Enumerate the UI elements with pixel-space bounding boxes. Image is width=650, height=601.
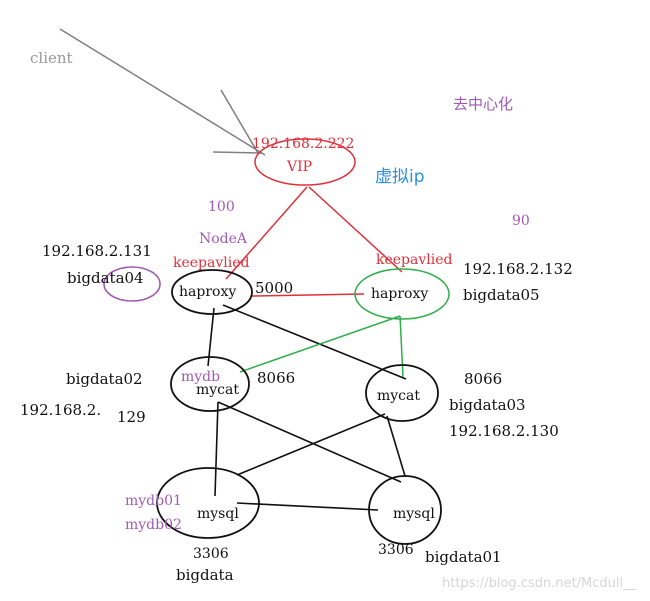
host-04-label: bigdata04 (67, 269, 144, 287)
client-label: client (30, 49, 73, 67)
mycat-b-to-mysql-b (386, 415, 406, 477)
highlight-circle (103, 266, 161, 302)
haproxy-a-to-mycat-b (222, 304, 407, 380)
host-03-label: bigdata03 (449, 396, 526, 414)
mycat-b-node (365, 364, 439, 422)
port-8066-a-label: 8066 (257, 369, 295, 387)
host-bigdata-label: bigdata (176, 566, 234, 584)
haproxy-b-to-mycat-b (399, 315, 404, 378)
mycat-a-label: mycat (196, 382, 239, 398)
vip-ip-label: 192.168.2.222 (252, 136, 354, 152)
port-3306-b-label: 3306 (378, 542, 414, 558)
mysql-b-label: mysql (393, 506, 435, 522)
ip-132-label: 192.168.2.132 (463, 260, 573, 278)
mycat-a-node (170, 356, 250, 412)
vip-node (254, 138, 356, 186)
node-a-label: NodeA (199, 231, 248, 247)
client-arrow-head-lower (212, 151, 263, 154)
client-arrows (59, 28, 266, 156)
client-arrow-head-upper (220, 89, 259, 154)
black-links (207, 304, 407, 511)
client-arrow-line (59, 28, 266, 156)
mycat-a-to-mysql-a (214, 401, 219, 497)
haproxy-b-to-mycat-a (239, 315, 401, 373)
ip-130-label: 192.168.2.130 (449, 422, 559, 440)
port-8066-b-label: 8066 (464, 370, 502, 388)
ip-131-label: 192.168.2.131 (42, 242, 152, 260)
vip-to-haproxy-a (225, 186, 308, 280)
priority-b-label: 90 (512, 213, 530, 229)
decentralize-label: 去中心化 (453, 95, 513, 113)
mydb-label: mydb (181, 369, 220, 385)
haproxy-a-node (171, 269, 253, 315)
port-5000-label: 5000 (255, 279, 293, 297)
mycat-a-to-mysql-b (217, 401, 402, 483)
virtual-ip-label: 虚拟ip (375, 167, 425, 187)
haproxy-b-label: haproxy (371, 286, 428, 302)
mydb02-label: mydb02 (125, 517, 182, 533)
haproxy-a-to-b (251, 293, 365, 297)
ip-129-prefix-label: 192.168.2. (20, 401, 101, 419)
priority-a-label: 100 (208, 199, 235, 215)
host-05-label: bigdata05 (463, 286, 540, 304)
haproxy-a-label: haproxy (179, 284, 236, 300)
mysql-a-to-mysql-b (236, 502, 379, 511)
mysql-b-node (368, 475, 442, 545)
keepalived-b-label: keepavlied (376, 252, 453, 268)
watermark: https://blog.csdn.net/Mcdull__ (442, 576, 637, 591)
haproxy-b-node (354, 268, 450, 320)
vip-to-haproxy-b (308, 186, 403, 273)
host-02-label: bigdata02 (66, 370, 143, 388)
vip-links (225, 186, 403, 297)
green-links (239, 315, 404, 378)
mycat-b-to-mysql-a (236, 413, 386, 476)
ip-129-suffix-label: 129 (117, 408, 146, 426)
mycat-b-label: mycat (377, 388, 420, 404)
vip-label: VIP (286, 159, 312, 175)
mysql-a-node (156, 467, 260, 539)
port-3306-a-label: 3306 (193, 546, 229, 562)
mysql-a-label: mysql (197, 506, 239, 522)
host-01-label: bigdata01 (425, 548, 502, 566)
keepalived-a-label: keepavlied (173, 255, 250, 271)
mydb01-label: mydb01 (125, 493, 182, 509)
